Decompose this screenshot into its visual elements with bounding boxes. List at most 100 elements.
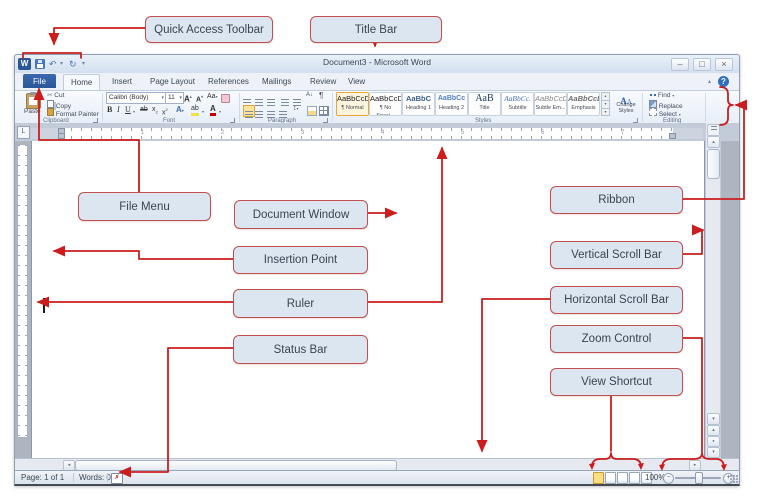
select-browse-object-icon[interactable]: ●	[707, 436, 720, 447]
select-button[interactable]: Select ▾	[649, 108, 681, 118]
styles-more-icon[interactable]: ▾	[601, 108, 610, 116]
paragraph-dialog-launcher-icon[interactable]	[323, 118, 328, 123]
vertical-scroll-bar[interactable]: ▴ ▾ ▴ ● ▾	[705, 123, 721, 459]
previous-page-icon[interactable]: ▴	[707, 425, 720, 436]
right-indent-marker[interactable]	[669, 133, 676, 139]
view-ruler-toggle-icon[interactable]	[707, 124, 720, 136]
ruler-number: 6	[541, 130, 545, 136]
outline-view-icon[interactable]	[629, 472, 640, 484]
underline-dropdown-icon[interactable]: ▾	[133, 109, 136, 114]
tab-page-layout[interactable]: Page Layout	[150, 77, 195, 86]
numbering-icon[interactable]	[255, 93, 265, 106]
strikethrough-button[interactable]: ab	[140, 106, 148, 113]
tab-selector-button[interactable]: L	[17, 126, 30, 139]
zoom-out-icon[interactable]: −	[663, 473, 674, 484]
superscript-button[interactable]: x2	[162, 107, 168, 117]
italic-button[interactable]: I	[117, 105, 120, 114]
vertical-scroll-thumb[interactable]	[707, 149, 720, 179]
scroll-up-icon[interactable]: ▴	[707, 136, 720, 148]
style-normal[interactable]: AaBbCcDc¶ Normal	[336, 92, 369, 116]
tab-insert[interactable]: Insert	[112, 77, 133, 86]
print-layout-view-icon[interactable]	[593, 472, 604, 484]
shading-icon[interactable]	[307, 106, 317, 116]
save-icon[interactable]	[35, 59, 45, 69]
tab-home[interactable]: Home	[63, 74, 101, 90]
style-emphasis[interactable]: AaBbCcDiEmphasis	[567, 92, 600, 116]
paste-icon[interactable]	[26, 92, 41, 109]
tab-review[interactable]: Review	[310, 77, 337, 86]
align-right-icon[interactable]	[267, 105, 277, 118]
web-layout-view-icon[interactable]	[617, 472, 628, 484]
scroll-down-icon[interactable]: ▾	[707, 413, 720, 425]
justify-icon[interactable]	[279, 105, 289, 118]
page-indicator[interactable]: Page: 1 of 1	[21, 473, 65, 482]
text-effects-button[interactable]: A▾	[176, 105, 184, 114]
align-center-icon[interactable]	[255, 105, 265, 118]
increase-indent-icon[interactable]	[293, 93, 303, 106]
horizontal-ruler[interactable]: 1 2 3 4 5 6 7	[31, 128, 703, 139]
close-button[interactable]: ×	[715, 58, 733, 71]
find-button[interactable]: Find ▾	[649, 92, 674, 100]
format-painter-button[interactable]: Format Painter	[47, 108, 99, 118]
zoom-slider-thumb[interactable]	[695, 472, 703, 484]
cut-button[interactable]: ✂ Cut	[47, 92, 65, 99]
redo-icon[interactable]: ↻	[69, 59, 77, 69]
bullets-icon[interactable]	[243, 93, 253, 106]
full-screen-reading-view-icon[interactable]	[605, 472, 616, 484]
word-logo-icon[interactable]: W	[18, 58, 31, 70]
tab-mailings[interactable]: Mailings	[262, 77, 292, 86]
help-icon[interactable]: ?	[718, 76, 729, 87]
show-hide-pilcrow-icon[interactable]: ¶	[319, 91, 324, 100]
proofing-status-icon[interactable]: ✗	[111, 473, 123, 484]
font-size-combobox[interactable]: 11▾	[165, 92, 184, 104]
word-count[interactable]: Words: 0	[79, 473, 111, 482]
cut-icon: ✂	[47, 92, 53, 99]
callout-horizontal-scroll-bar: Horizontal Scroll Bar	[550, 286, 683, 314]
replace-button[interactable]: Replace	[649, 100, 683, 110]
style-subtitle[interactable]: AaBbCc.Subtitle	[501, 92, 534, 116]
change-styles-button[interactable]: AA Change Styles	[616, 96, 636, 114]
copy-button[interactable]: Copy	[47, 100, 71, 110]
shrink-font-button[interactable]: A▾	[196, 94, 204, 104]
style-no-spacing[interactable]: AaBbCcDc¶ No Spaci...	[369, 92, 402, 116]
subscript-button[interactable]: x2	[152, 106, 158, 115]
styles-dialog-launcher-icon[interactable]	[633, 118, 638, 123]
tab-file[interactable]: File	[23, 74, 56, 88]
clear-formatting-icon[interactable]	[221, 94, 230, 103]
underline-button[interactable]: U	[125, 105, 131, 114]
borders-icon[interactable]	[319, 106, 329, 116]
highlight-dropdown-icon[interactable]: ▾	[202, 109, 205, 114]
highlight-color-button[interactable]: ab	[191, 104, 199, 116]
draft-view-icon[interactable]	[641, 472, 652, 484]
vertical-ruler[interactable]	[17, 144, 28, 438]
line-spacing-icon[interactable]: ↕▾	[293, 105, 299, 112]
window-title: Document3 - Microsoft Word	[322, 57, 431, 67]
change-case-button[interactable]: Aa▾	[207, 93, 218, 100]
multilevel-list-icon[interactable]	[267, 93, 277, 106]
hanging-indent-marker[interactable]	[58, 133, 65, 139]
undo-dropdown-icon[interactable]: ▾	[60, 61, 64, 67]
zoom-level[interactable]: 100%	[645, 473, 666, 482]
align-left-icon[interactable]	[243, 105, 255, 118]
minimize-ribbon-icon[interactable]: ▴	[707, 79, 711, 85]
font-color-button[interactable]: A	[210, 104, 216, 116]
bold-button[interactable]: B	[107, 105, 113, 114]
tab-view[interactable]: View	[348, 77, 366, 86]
undo-icon[interactable]: ↶	[49, 59, 57, 69]
font-name-combobox[interactable]: Calibri (Body)▾	[106, 92, 166, 104]
font-color-dropdown-icon[interactable]: ▾	[219, 109, 222, 114]
tab-references[interactable]: References	[208, 77, 249, 86]
font-dialog-launcher-icon[interactable]	[230, 118, 235, 123]
minimize-button[interactable]: –	[671, 58, 689, 71]
restore-button[interactable]: □	[693, 58, 711, 71]
sort-icon[interactable]: A↓	[306, 92, 314, 98]
decrease-indent-icon[interactable]	[281, 93, 291, 106]
paste-button[interactable]: Paste	[24, 108, 41, 115]
next-page-icon[interactable]: ▾	[707, 447, 720, 458]
grow-font-button[interactable]: A▴	[184, 94, 192, 104]
qat-customize-icon[interactable]: ▾	[82, 61, 86, 67]
